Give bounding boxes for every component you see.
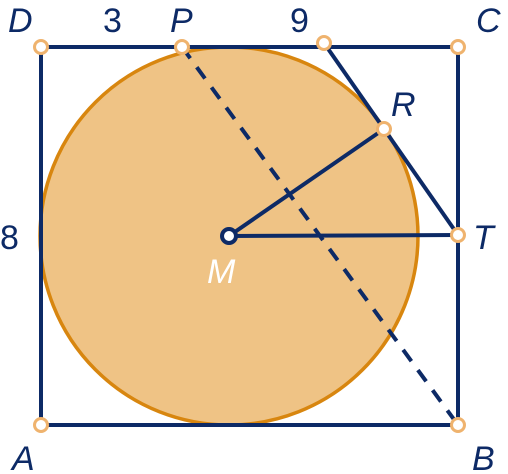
label-p: P — [170, 2, 193, 40]
point-r — [376, 121, 392, 137]
label-r: R — [391, 86, 416, 124]
point-c — [450, 39, 466, 55]
point-t — [450, 227, 466, 243]
label-m: M — [207, 253, 236, 291]
label-a: A — [10, 440, 35, 474]
point-a — [33, 417, 49, 433]
point-p — [174, 39, 190, 55]
segment-c9-t — [322, 41, 460, 237]
point-d — [33, 39, 49, 55]
label-d: D — [8, 2, 33, 40]
label-ad-length: 8 — [0, 219, 19, 257]
segment-mt — [228, 233, 459, 238]
point-m — [220, 227, 238, 245]
label-b: B — [472, 440, 495, 474]
point-top-9 — [316, 35, 332, 51]
label-dp-length: 3 — [103, 2, 122, 40]
label-c: C — [476, 2, 501, 40]
label-pc-length: 9 — [290, 2, 309, 40]
segment-mr — [227, 127, 386, 238]
label-t: T — [473, 219, 496, 257]
point-b — [450, 417, 466, 433]
